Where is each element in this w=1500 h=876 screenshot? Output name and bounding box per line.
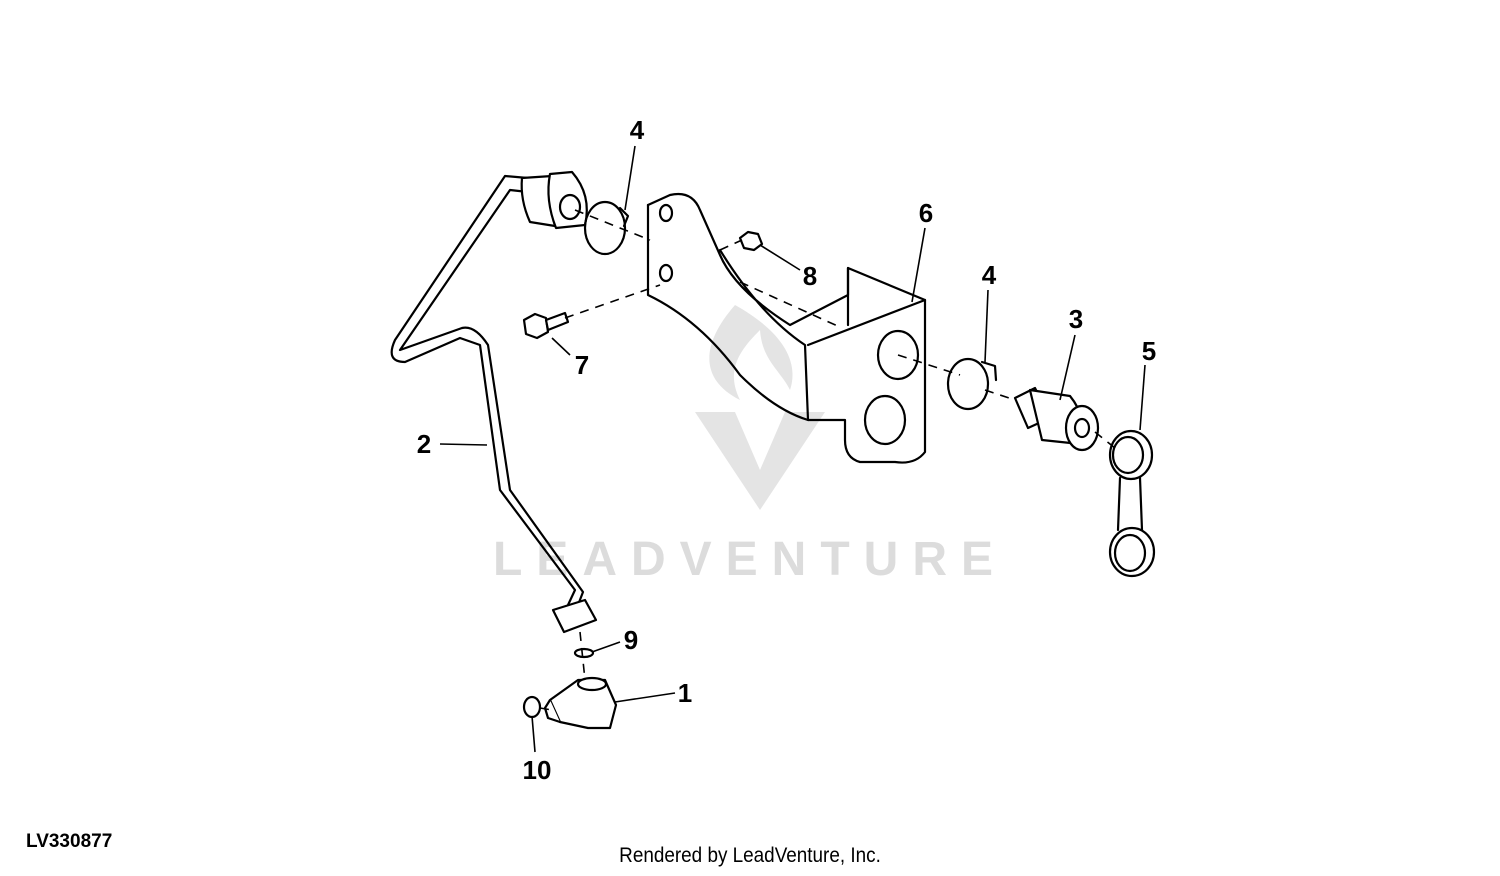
o-ring-part-9 (573, 647, 595, 659)
bracket-part-6 (646, 192, 927, 464)
o-ring-part-10 (522, 695, 542, 719)
callout-4-upper: 4 (630, 115, 645, 145)
coupler-part-3 (1013, 386, 1100, 452)
snap-ring-ear-upper (618, 206, 630, 228)
snap-ring-ear-lower (980, 360, 998, 382)
nut-part-8 (738, 230, 764, 252)
render-credit: Rendered by LeadVenture, Inc. (619, 844, 881, 867)
assembly-lines (539, 209, 1116, 711)
snap-ring-part-4-lower (946, 357, 990, 411)
tube-part-2 (390, 170, 598, 634)
callout-2: 2 (417, 429, 431, 459)
callout-10: 10 (523, 755, 552, 785)
callout-5: 5 (1142, 336, 1156, 366)
snap-ring-part-4-upper (583, 200, 627, 256)
leadventure-watermark: LEADVENTURE (493, 305, 1007, 586)
callout-4-lower: 4 (982, 260, 997, 290)
callout-6: 6 (919, 198, 933, 228)
dust-cap-part-5 (1108, 429, 1156, 578)
callout-1: 1 (678, 678, 692, 708)
bolt-part-7 (522, 311, 570, 340)
callout-8: 8 (803, 261, 817, 291)
callout-3: 3 (1069, 304, 1083, 334)
diagram-id-label: LV330877 (26, 831, 113, 852)
watermark-text: LEADVENTURE (493, 533, 1007, 586)
elbow-fitting-part-1 (543, 676, 618, 730)
callout-leaders (439, 145, 1146, 753)
callout-9: 9 (624, 625, 638, 655)
callout-7: 7 (575, 350, 589, 380)
callouts: 4 8 6 4 3 5 7 2 9 1 10 (417, 115, 1156, 785)
